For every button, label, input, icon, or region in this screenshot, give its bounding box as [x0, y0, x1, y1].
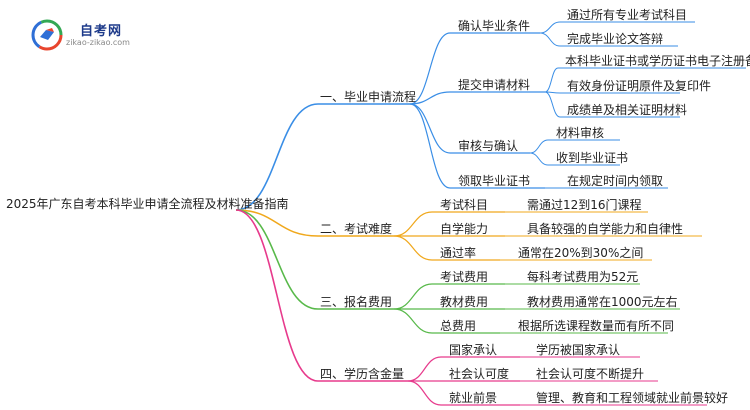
connector-line	[235, 209, 319, 237]
connector-line	[393, 283, 433, 310]
logo-mark-icon	[31, 19, 63, 51]
connector-line	[544, 67, 559, 93]
connector-line	[235, 103, 319, 211]
logo-url: zikao-zikao.com	[66, 38, 130, 47]
leaf: 成绩单及相关证明材料	[567, 103, 688, 117]
node-pass-rate: 通过率	[440, 246, 477, 260]
connector-line	[407, 356, 442, 382]
leaf: 材料审核	[556, 126, 605, 140]
node-exam-fee: 考试费用	[440, 270, 489, 284]
leaf: 具备较强的自学能力和自律性	[527, 222, 684, 236]
leaf: 本科毕业证书或学历证书电子注册备案表	[565, 54, 750, 68]
logo-name: 自考网	[80, 24, 123, 39]
connector-line	[393, 308, 433, 334]
leaf: 社会认可度不断提升	[536, 367, 645, 381]
root-topic: 2025年广东自考本科毕业申请全流程及材料准备指南	[6, 197, 289, 211]
node-total-fee: 总费用	[440, 319, 477, 333]
leaf: 通过所有专业考试科目	[567, 8, 688, 22]
leaf: 学历被国家承认	[536, 343, 621, 357]
node-review-confirm: 审核与确认	[458, 139, 519, 153]
branch-registration-fees: 三、报名费用	[320, 295, 393, 309]
leaf: 通常在20%到30%之间	[518, 246, 644, 260]
connector-line	[409, 32, 451, 105]
node-textbook-fee: 教材费用	[440, 295, 489, 309]
branch-degree-value: 四、学历含金量	[320, 367, 405, 381]
site-logo: 自考网 zikao-zikao.com	[30, 18, 140, 52]
leaf: 在规定时间内领取	[567, 174, 664, 188]
leaf: 完成毕业论文答辩	[567, 32, 664, 46]
node-collect-certificate: 领取毕业证书	[458, 174, 531, 188]
node-national-recognition: 国家承认	[449, 343, 498, 357]
connector-line	[409, 103, 451, 189]
leaf: 管理、教育和工程领域就业前景较好	[536, 391, 729, 405]
branch-exam-difficulty: 二、考试难度	[320, 222, 393, 236]
connector-line	[529, 152, 549, 166]
node-exam-subjects: 考试科目	[440, 198, 489, 212]
leaf: 需通过12到16门课程	[527, 198, 642, 212]
node-confirm-conditions: 确认毕业条件	[458, 19, 531, 33]
node-social-recognition: 社会认可度	[449, 367, 510, 381]
branch-graduation-process: 一、毕业申请流程	[320, 90, 417, 104]
leaf: 有效身份证明原件及复印件	[567, 79, 712, 93]
connector-line	[235, 209, 319, 382]
connector-line	[539, 32, 561, 47]
node-submit-materials: 提交申请材料	[458, 78, 531, 92]
connector-line	[409, 103, 451, 154]
connector-line	[393, 211, 433, 237]
leaf: 教材费用通常在1000元左右	[527, 295, 678, 309]
node-job-prospects: 就业前景	[449, 391, 498, 405]
connector-line	[407, 380, 442, 406]
connector-line	[393, 235, 433, 261]
connector-line	[409, 91, 451, 105]
connector-line	[539, 21, 561, 34]
connector-line	[529, 139, 549, 154]
node-self-study: 自学能力	[440, 222, 489, 236]
connector-line	[235, 209, 319, 310]
leaf: 每科考试费用为52元	[527, 270, 639, 284]
connector-line	[544, 91, 561, 118]
leaf: 根据所选课程数量而有所不同	[518, 319, 675, 333]
leaf: 收到毕业证书	[556, 151, 629, 165]
